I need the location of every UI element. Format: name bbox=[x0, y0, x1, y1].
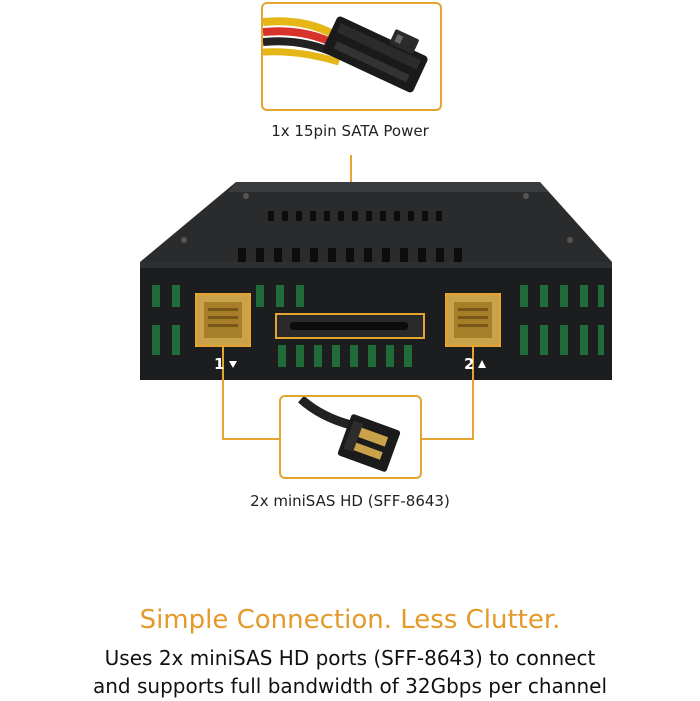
minisas-label: 2x miniSAS HD (SFF-8643) bbox=[250, 492, 450, 510]
minisas-callout bbox=[279, 395, 422, 479]
description-line-1: Uses 2x miniSAS HD ports (SFF-8643) to c… bbox=[104, 646, 596, 670]
sata-power-callout bbox=[261, 2, 442, 111]
sata-power-connector-image bbox=[263, 16, 428, 93]
description-line-2: and supports full bandwidth of 32Gbps pe… bbox=[92, 674, 607, 698]
port-2-label: 2 bbox=[464, 355, 475, 373]
headline: Simple Connection. Less Clutter. bbox=[139, 605, 561, 635]
minisas-cable-image bbox=[297, 397, 401, 472]
sata-power-label: 1x 15pin SATA Power bbox=[271, 122, 429, 140]
port-1-label: 1 bbox=[214, 355, 225, 373]
